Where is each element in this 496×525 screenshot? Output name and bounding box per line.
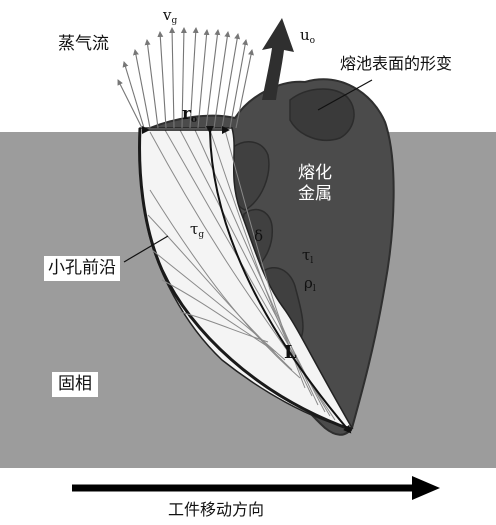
uo-label: uo: [300, 28, 315, 46]
rho-l-label: ρl: [304, 276, 316, 294]
L-label: L: [284, 344, 297, 362]
keyhole-front-label: 小孔前沿: [44, 256, 120, 281]
vapor-flow-label: 蒸气流: [58, 36, 109, 53]
delta-label: δ: [254, 229, 263, 244]
tau-g-label: τg: [190, 222, 204, 240]
pool-surface-deformation-label: 熔池表面的形变: [340, 56, 452, 72]
tau-l-label: τl: [302, 248, 313, 266]
molten-metal-label: 熔化 金属: [298, 163, 332, 206]
vg-label: vg: [163, 8, 177, 26]
ro-label: ro: [182, 106, 197, 125]
solid-phase-label: 固相: [52, 372, 98, 397]
work-direction-label: 工件移动方向: [168, 502, 264, 518]
work-direction-arrowhead: [412, 476, 440, 500]
